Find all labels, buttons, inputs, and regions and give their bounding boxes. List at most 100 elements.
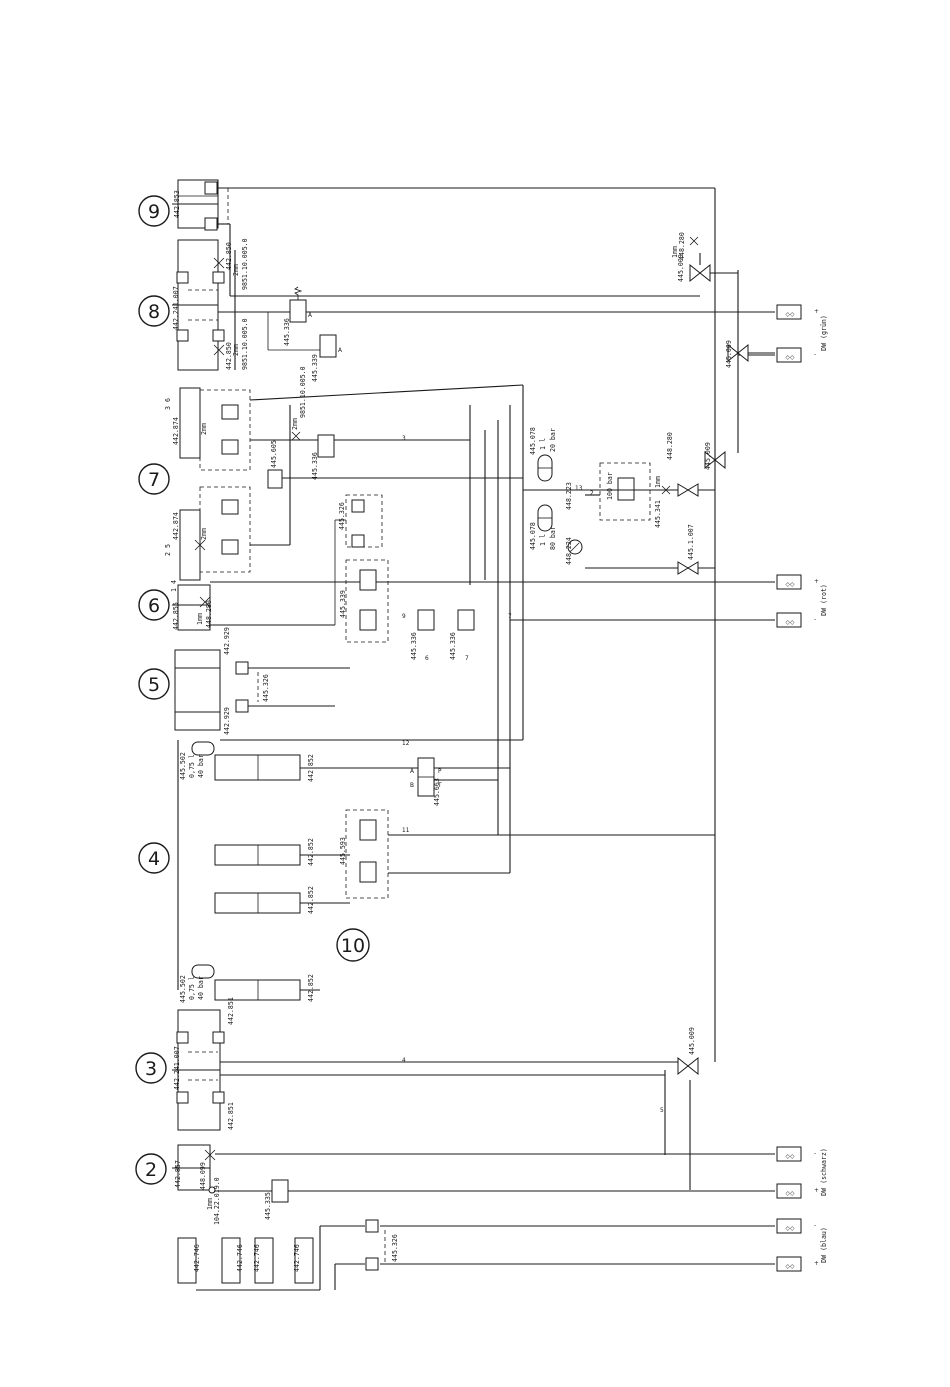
- acc-label: 80 bar: [549, 526, 557, 550]
- circuit-number: 2: [135, 1153, 167, 1185]
- c4-acc-label: 445.502: [179, 975, 187, 1003]
- port-label: 13: [575, 486, 583, 492]
- port-label: 3: [402, 436, 406, 442]
- c4-dir-valve-label: 445.663: [433, 778, 441, 806]
- port-label: 7: [465, 656, 469, 662]
- svg-text:◇◇: ◇◇: [786, 355, 795, 361]
- circuit-2: [172, 1144, 690, 1203]
- shuttle-label: 445.009: [704, 442, 712, 470]
- c8-throttle-label: 442.850: [225, 242, 233, 270]
- c7-cylinder-label: 442.874: [172, 512, 180, 540]
- c8-throttle-label: 442.850: [225, 342, 233, 370]
- c2-valve-label: 445.335: [264, 1192, 272, 1220]
- label-dw-rot: DW (rot): [820, 584, 828, 616]
- svg-text:8: 8: [148, 301, 160, 323]
- c3-cylinder-label: 442.851: [227, 997, 235, 1025]
- plus-sign: +: [814, 1188, 819, 1194]
- c1-cylinder-label: 442.746: [236, 1244, 244, 1272]
- port-label: 7: [508, 614, 512, 620]
- c7-valve-label: 445.336: [311, 452, 319, 480]
- c1-cylinder-label: 442.746: [253, 1244, 261, 1272]
- circuit-1: [177, 1219, 386, 1291]
- gauge-label: 448.223: [565, 482, 573, 510]
- c1-check-label: 445.326: [391, 1234, 399, 1262]
- acc-label: 1 l: [539, 438, 547, 450]
- c4-cylinder-label: 442.852: [307, 838, 315, 866]
- c4-cylinder-label: 442.852: [307, 974, 315, 1002]
- port-label: 12: [402, 741, 410, 747]
- pressure-gauge: [567, 539, 583, 555]
- label-dw-gruen: DW (grün): [820, 315, 828, 351]
- relief-label: 100 bar: [606, 472, 614, 500]
- plus-sign: +: [814, 1261, 819, 1267]
- c8-orifice-label: 2mm: [232, 264, 240, 276]
- orifice-label: 1mm: [671, 246, 679, 258]
- circuit-7: [179, 384, 524, 581]
- c2-orifice-label: 1mm: [206, 1198, 214, 1210]
- circuit-3: [172, 1009, 678, 1131]
- dir-port-p: P: [438, 769, 442, 775]
- svg-text:2: 2: [145, 1159, 157, 1181]
- c8-cylinder-label: 442.241.007: [172, 286, 180, 330]
- c9-cylinder-label: 442.853: [173, 190, 181, 218]
- svg-text:7: 7: [148, 469, 160, 491]
- c7-orifice-label: 2mm: [200, 528, 208, 540]
- accumulator: [537, 454, 553, 532]
- acc-label: 445.078: [529, 427, 537, 455]
- dir-port-t: T: [437, 783, 442, 789]
- port-label: 9: [402, 614, 406, 620]
- c1-cylinder-label: 442.746: [193, 1244, 201, 1272]
- circuit-number: 3: [135, 1052, 167, 1084]
- c3-cylinder-label: 442.241.007: [173, 1046, 181, 1090]
- c6-valve-label: 445.336: [449, 632, 457, 660]
- plus-sign: +: [814, 309, 819, 315]
- shuttle-valve: [727, 343, 775, 363]
- circuit-6: [172, 494, 690, 643]
- port-label: 11: [402, 828, 410, 834]
- circuit-5: [174, 649, 523, 741]
- c2-ref-label: 104.22.019.0: [213, 1177, 221, 1225]
- port-label: 4: [402, 1058, 406, 1064]
- c7-cylinder-label: 442.874: [172, 417, 180, 445]
- circuit-4: [177, 740, 715, 1001]
- c6-valve-label: 445.339: [339, 590, 347, 618]
- c7-dim-label: 3 6: [164, 398, 172, 410]
- svg-text:◇◇: ◇◇: [786, 1226, 795, 1232]
- shuttle-top-label: 445.009: [677, 254, 685, 282]
- circuit-number: 8: [138, 295, 170, 327]
- plus-sign: +: [814, 579, 819, 585]
- c4-cylinder-label: 442.852: [307, 886, 315, 914]
- label-dw-schwarz: DW (schwarz): [820, 1148, 828, 1196]
- c6-check-label: 445.326: [338, 502, 346, 530]
- port-a-label: A: [308, 313, 312, 319]
- orifice-label: 448.280: [678, 232, 686, 260]
- minus-sign: -: [814, 617, 816, 623]
- relief-label: 445.341: [654, 500, 662, 528]
- c2-check-label: 448.099: [199, 1162, 207, 1190]
- c5-check-label: 445.326: [262, 674, 270, 702]
- c5-cylinder-label: 442.929: [223, 707, 231, 735]
- c7-orifice-label: 2mm: [200, 423, 208, 435]
- svg-text:3: 3: [145, 1058, 157, 1080]
- outlet-couplings: ◇◇ ◇◇ ◇◇ ◇◇ ◇◇ ◇◇ ◇◇ ◇◇: [215, 304, 802, 1272]
- svg-text:◇◇: ◇◇: [786, 582, 795, 588]
- c8-ref-label: 9851.10.005.0: [241, 318, 249, 370]
- gauge-label: 448.224: [565, 537, 573, 565]
- c4-acc-label: 0,75 l: [188, 754, 196, 778]
- circuit-number: 5: [138, 668, 170, 700]
- label-dw-blau: DW (blau): [820, 1227, 828, 1263]
- c4-acc-label: 0,75 l: [188, 976, 196, 1000]
- c5-cylinder-label: 442.929: [223, 627, 231, 655]
- minus-sign: -: [814, 1223, 816, 1229]
- shuttle-valve: [689, 253, 738, 283]
- c7-shuttle-label: 445.605: [270, 440, 278, 468]
- orifice-label: 448.280: [666, 432, 674, 460]
- c8-valve-label: 445.336: [283, 318, 291, 346]
- shuttle-valve: [677, 1056, 699, 1076]
- svg-text:◇◇: ◇◇: [786, 1154, 795, 1160]
- c8-ref-label: 9851.10.005.0: [241, 238, 249, 290]
- c7-orifice-label: 2mm: [291, 418, 299, 430]
- c7-dim-label: 2 5: [164, 544, 172, 556]
- port-label: 5: [660, 1108, 664, 1114]
